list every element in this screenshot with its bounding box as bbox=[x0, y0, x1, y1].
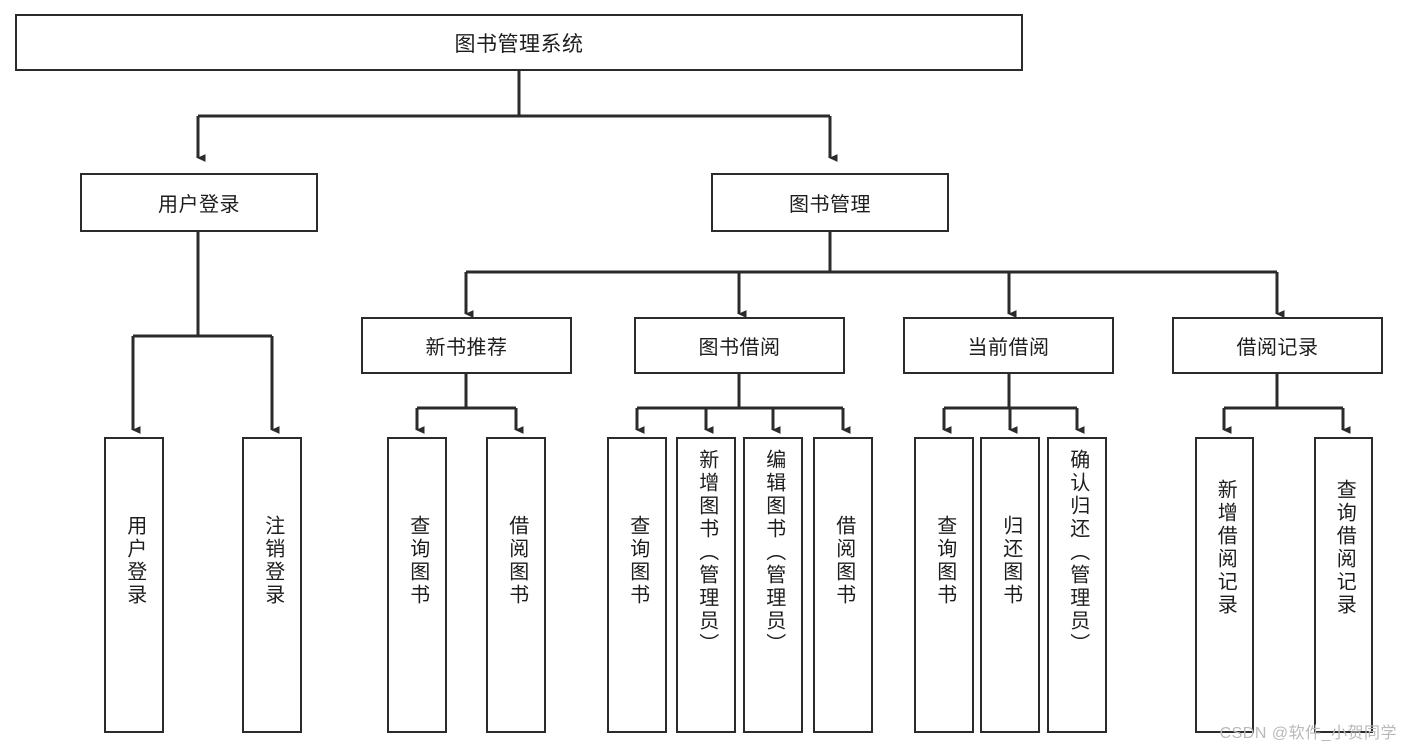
leaf-book-borrow-borrow-book[interactable]: 借阅图书 bbox=[813, 437, 873, 733]
watermark-text: CSDN @软件_小贺同学 bbox=[1219, 725, 1397, 742]
leaf-book-borrow-add-book-label: 新增图书（管理员） bbox=[695, 449, 718, 656]
leaf-book-borrow-query-book-label: 查询图书 bbox=[626, 515, 649, 607]
leaf-book-borrow-borrow-book-label: 借阅图书 bbox=[832, 515, 855, 607]
node-book-borrow[interactable]: 图书借阅 bbox=[634, 317, 845, 374]
leaf-current-borrow-query-book[interactable]: 查询图书 bbox=[914, 437, 974, 733]
node-current-borrow[interactable]: 当前借阅 bbox=[903, 317, 1114, 374]
leaf-current-borrow-return-book[interactable]: 归还图书 bbox=[980, 437, 1040, 733]
node-user-login[interactable]: 用户登录 bbox=[80, 173, 318, 232]
leaf-book-borrow-add-book[interactable]: 新增图书（管理员） bbox=[676, 437, 736, 733]
leaf-book-borrow-edit-book-label: 编辑图书（管理员） bbox=[762, 449, 785, 656]
leaf-user-login-login-label: 用户登录 bbox=[123, 515, 146, 607]
leaf-new-book-borrow-book-label: 借阅图书 bbox=[505, 515, 528, 607]
leaf-current-borrow-confirm-return-label: 确认归还（管理员） bbox=[1066, 449, 1089, 656]
node-current-borrow-label: 当前借阅 bbox=[967, 337, 1050, 359]
leaf-borrow-record-add-record[interactable]: 新增借阅记录 bbox=[1195, 437, 1254, 733]
leaf-book-borrow-edit-book[interactable]: 编辑图书（管理员） bbox=[743, 437, 803, 733]
node-new-book-recommend-label: 新书推荐 bbox=[425, 337, 508, 359]
leaf-new-book-borrow-book[interactable]: 借阅图书 bbox=[486, 437, 546, 733]
node-borrow-record-label: 借阅记录 bbox=[1236, 337, 1319, 359]
leaf-user-login-logout-label: 注销登录 bbox=[261, 515, 284, 607]
leaf-new-book-query-book-label: 查询图书 bbox=[406, 515, 429, 607]
leaf-borrow-record-add-record-label: 新增借阅记录 bbox=[1214, 479, 1237, 617]
leaf-borrow-record-query-record-label: 查询借阅记录 bbox=[1333, 479, 1356, 617]
node-root-book-management-system[interactable]: 图书管理系统 bbox=[15, 14, 1023, 71]
node-root-label: 图书管理系统 bbox=[454, 32, 584, 56]
leaf-book-borrow-query-book[interactable]: 查询图书 bbox=[607, 437, 667, 733]
leaf-user-login-login[interactable]: 用户登录 bbox=[104, 437, 164, 733]
node-book-borrow-label: 图书借阅 bbox=[698, 337, 781, 359]
leaf-current-borrow-return-book-label: 归还图书 bbox=[999, 515, 1022, 607]
leaf-borrow-record-query-record[interactable]: 查询借阅记录 bbox=[1314, 437, 1373, 733]
leaf-new-book-query-book[interactable]: 查询图书 bbox=[387, 437, 447, 733]
node-new-book-recommend[interactable]: 新书推荐 bbox=[361, 317, 572, 374]
leaf-current-borrow-query-book-label: 查询图书 bbox=[933, 515, 956, 607]
node-book-management[interactable]: 图书管理 bbox=[711, 173, 949, 232]
leaf-current-borrow-confirm-return[interactable]: 确认归还（管理员） bbox=[1047, 437, 1107, 733]
leaf-user-login-logout[interactable]: 注销登录 bbox=[242, 437, 302, 733]
node-book-management-label: 图书管理 bbox=[789, 194, 871, 216]
node-borrow-record[interactable]: 借阅记录 bbox=[1172, 317, 1383, 374]
node-user-login-label: 用户登录 bbox=[158, 194, 240, 216]
